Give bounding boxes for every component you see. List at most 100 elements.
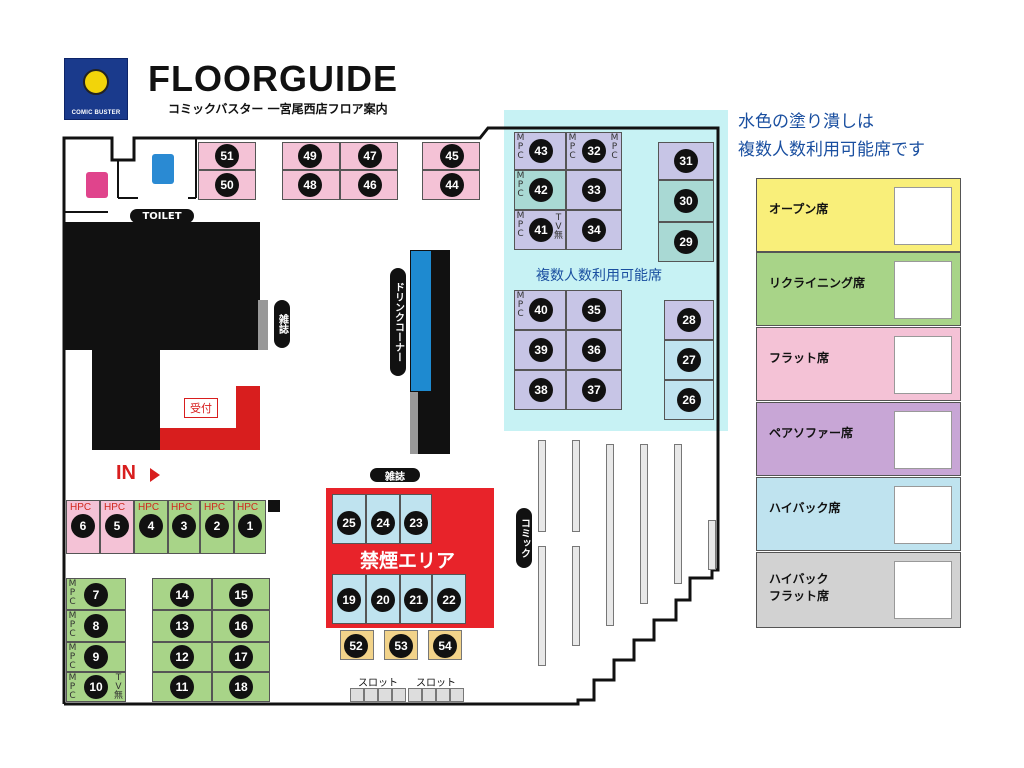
seat-51[interactable]: 51 bbox=[215, 144, 239, 168]
seat-12[interactable]: 12 bbox=[170, 645, 194, 669]
seat-21[interactable]: 21 bbox=[404, 588, 428, 612]
seat-10[interactable]: 10 bbox=[84, 675, 108, 699]
seat-9[interactable]: 9 bbox=[84, 645, 108, 669]
seat-1[interactable]: 1 bbox=[238, 514, 262, 538]
seat-35[interactable]: 35 bbox=[582, 298, 606, 322]
seat-36[interactable]: 36 bbox=[582, 338, 606, 362]
seat-15[interactable]: 15 bbox=[229, 583, 253, 607]
note-line-2: 複数人数利用可能席です bbox=[738, 140, 925, 160]
hpc-label: HPC bbox=[104, 502, 126, 513]
seat-52[interactable]: 52 bbox=[344, 634, 368, 658]
seat-13[interactable]: 13 bbox=[170, 614, 194, 638]
seat-19[interactable]: 19 bbox=[337, 588, 361, 612]
open-seat-chair-icon bbox=[894, 187, 952, 245]
legend-open-seat: オープン席 bbox=[756, 178, 961, 252]
seat-26[interactable]: 26 bbox=[677, 388, 701, 412]
comic-label: コミック bbox=[516, 508, 532, 568]
entrance-arrow-icon bbox=[150, 468, 160, 482]
hpc-label: HPC bbox=[70, 502, 92, 513]
seat-44[interactable]: 44 bbox=[440, 173, 464, 197]
seat-4[interactable]: 4 bbox=[139, 514, 163, 538]
seat-54[interactable]: 54 bbox=[433, 634, 457, 658]
seat-32[interactable]: 32 bbox=[582, 139, 606, 163]
legend-pair-sofa: ペアソファー席 bbox=[756, 402, 961, 476]
seat-24[interactable]: 24 bbox=[371, 511, 395, 535]
seat-11[interactable]: 11 bbox=[170, 675, 194, 699]
seat-42[interactable]: 42 bbox=[529, 178, 553, 202]
drink-bar bbox=[410, 250, 432, 392]
seat-40[interactable]: 40 bbox=[529, 298, 553, 322]
seat-18[interactable]: 18 bbox=[229, 675, 253, 699]
seat-41[interactable]: 41 bbox=[529, 218, 553, 242]
storage-block bbox=[64, 222, 260, 306]
seat-28[interactable]: 28 bbox=[677, 308, 701, 332]
seat-17[interactable]: 17 bbox=[229, 645, 253, 669]
seat-22[interactable]: 22 bbox=[437, 588, 461, 612]
seat-45[interactable]: 45 bbox=[440, 144, 464, 168]
storage-block bbox=[64, 306, 268, 350]
slot-label-1: スロット bbox=[358, 678, 398, 689]
seat-23[interactable]: 23 bbox=[404, 511, 428, 535]
drink-counter bbox=[418, 392, 450, 454]
seat-48[interactable]: 48 bbox=[298, 173, 322, 197]
seat-7[interactable]: 7 bbox=[84, 583, 108, 607]
seat-3[interactable]: 3 bbox=[172, 514, 196, 538]
male-toilet-icon bbox=[152, 154, 174, 184]
seat-34[interactable]: 34 bbox=[582, 218, 606, 242]
seat-20[interactable]: 20 bbox=[371, 588, 395, 612]
slot-machine bbox=[364, 688, 378, 702]
seat-14[interactable]: 14 bbox=[170, 583, 194, 607]
seat-46[interactable]: 46 bbox=[358, 173, 382, 197]
seat-29[interactable]: 29 bbox=[674, 230, 698, 254]
drink-counter bbox=[432, 250, 450, 392]
slot-machine bbox=[436, 688, 450, 702]
seat-8[interactable]: 8 bbox=[84, 614, 108, 638]
seat-27[interactable]: 27 bbox=[677, 348, 701, 372]
seat-16[interactable]: 16 bbox=[229, 614, 253, 638]
seat-43[interactable]: 43 bbox=[529, 139, 553, 163]
seat-39[interactable]: 39 bbox=[529, 338, 553, 362]
seat-33[interactable]: 33 bbox=[582, 178, 606, 202]
seat-49[interactable]: 49 bbox=[298, 144, 322, 168]
slot-machine bbox=[422, 688, 436, 702]
reception-label: 受付 bbox=[184, 398, 218, 418]
logo-text: COMIC BUSTER bbox=[71, 110, 121, 116]
seat-25[interactable]: 25 bbox=[337, 511, 361, 535]
page-subtitle: コミックバスター 一宮尾西店フロア案内 bbox=[168, 102, 388, 116]
seat-47[interactable]: 47 bbox=[358, 144, 382, 168]
slot-machine bbox=[378, 688, 392, 702]
female-toilet-icon bbox=[86, 172, 108, 198]
seat-6[interactable]: 6 bbox=[71, 514, 95, 538]
slot-machine bbox=[408, 688, 422, 702]
seat-53[interactable]: 53 bbox=[389, 634, 413, 658]
office-chair-icon bbox=[894, 486, 952, 544]
pillar bbox=[268, 500, 280, 512]
entrance-label: IN bbox=[116, 462, 136, 484]
seat-31[interactable]: 31 bbox=[674, 149, 698, 173]
seat-5[interactable]: 5 bbox=[105, 514, 129, 538]
mascot-icon bbox=[83, 69, 109, 95]
seat-30[interactable]: 30 bbox=[674, 189, 698, 213]
seat-38[interactable]: 38 bbox=[529, 378, 553, 402]
reclining-chair-icon bbox=[894, 261, 952, 319]
multi-seat-note: 水色の塗り潰しは 複数人数利用可能席です bbox=[738, 108, 925, 164]
slot-label-2: スロット bbox=[416, 678, 456, 689]
hpc-label: HPC bbox=[171, 502, 193, 513]
legend-label: オープン席 bbox=[769, 202, 829, 216]
seat-2[interactable]: 2 bbox=[205, 514, 229, 538]
comic-buster-logo: COMIC BUSTER bbox=[64, 58, 128, 120]
seat-37[interactable]: 37 bbox=[582, 378, 606, 402]
office-chair-mat-icon bbox=[894, 561, 952, 619]
drink-corner-label: ドリンクコーナー bbox=[390, 268, 406, 376]
seat-50[interactable]: 50 bbox=[215, 173, 239, 197]
legend-high-back-flat: ハイバック フラット席 bbox=[756, 552, 961, 628]
